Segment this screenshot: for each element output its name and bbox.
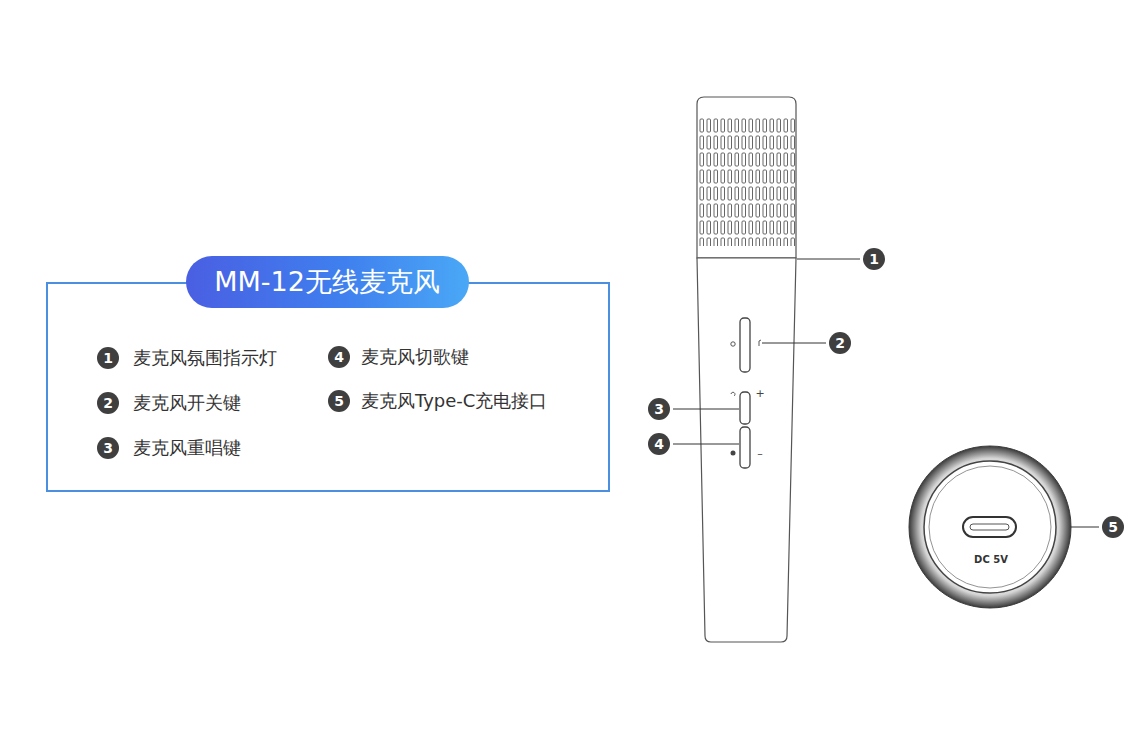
minus-symbol: –: [757, 448, 763, 460]
leader-line: [797, 259, 860, 260]
leader-line: [673, 444, 739, 445]
title-pill: MM-12无线麦克风: [186, 256, 469, 308]
callout-number: 5: [1102, 516, 1124, 538]
callout-number: 2: [97, 392, 119, 414]
part-name: 麦克风Type-C充电接口: [361, 390, 547, 412]
part-name: 麦克风切歌键: [361, 346, 469, 368]
leader-line: [762, 343, 826, 344]
type-c-port: [963, 517, 1016, 537]
callout-number: 1: [863, 248, 885, 270]
port-rating: DC 5V: [974, 554, 1008, 566]
mic-grille: [698, 118, 795, 246]
callout-number: 2: [829, 332, 851, 354]
callout-number: 3: [648, 398, 670, 420]
part-name: 麦克风氛围指示灯: [133, 347, 277, 369]
plus-symbol: +: [755, 388, 764, 400]
mic-body: [697, 258, 796, 642]
mic-head: [697, 97, 796, 258]
part-name: 麦克风重唱键: [133, 437, 241, 459]
callout-number: 1: [97, 347, 119, 369]
panel-heading: MM-12无线麦克风: [214, 264, 440, 300]
skip-button: [740, 427, 750, 468]
leader-line: [673, 409, 739, 410]
power-switch: [740, 318, 750, 372]
duet-button: [740, 392, 750, 424]
bottom-view: [909, 446, 1071, 608]
callout-number: 4: [328, 346, 350, 368]
part-name: 麦克风开关键: [133, 392, 241, 414]
callout-number: 3: [97, 437, 119, 459]
info-panel: MM-12无线麦克风: [46, 282, 610, 492]
callout-number: 5: [328, 390, 350, 412]
callout-number: 4: [648, 433, 670, 455]
